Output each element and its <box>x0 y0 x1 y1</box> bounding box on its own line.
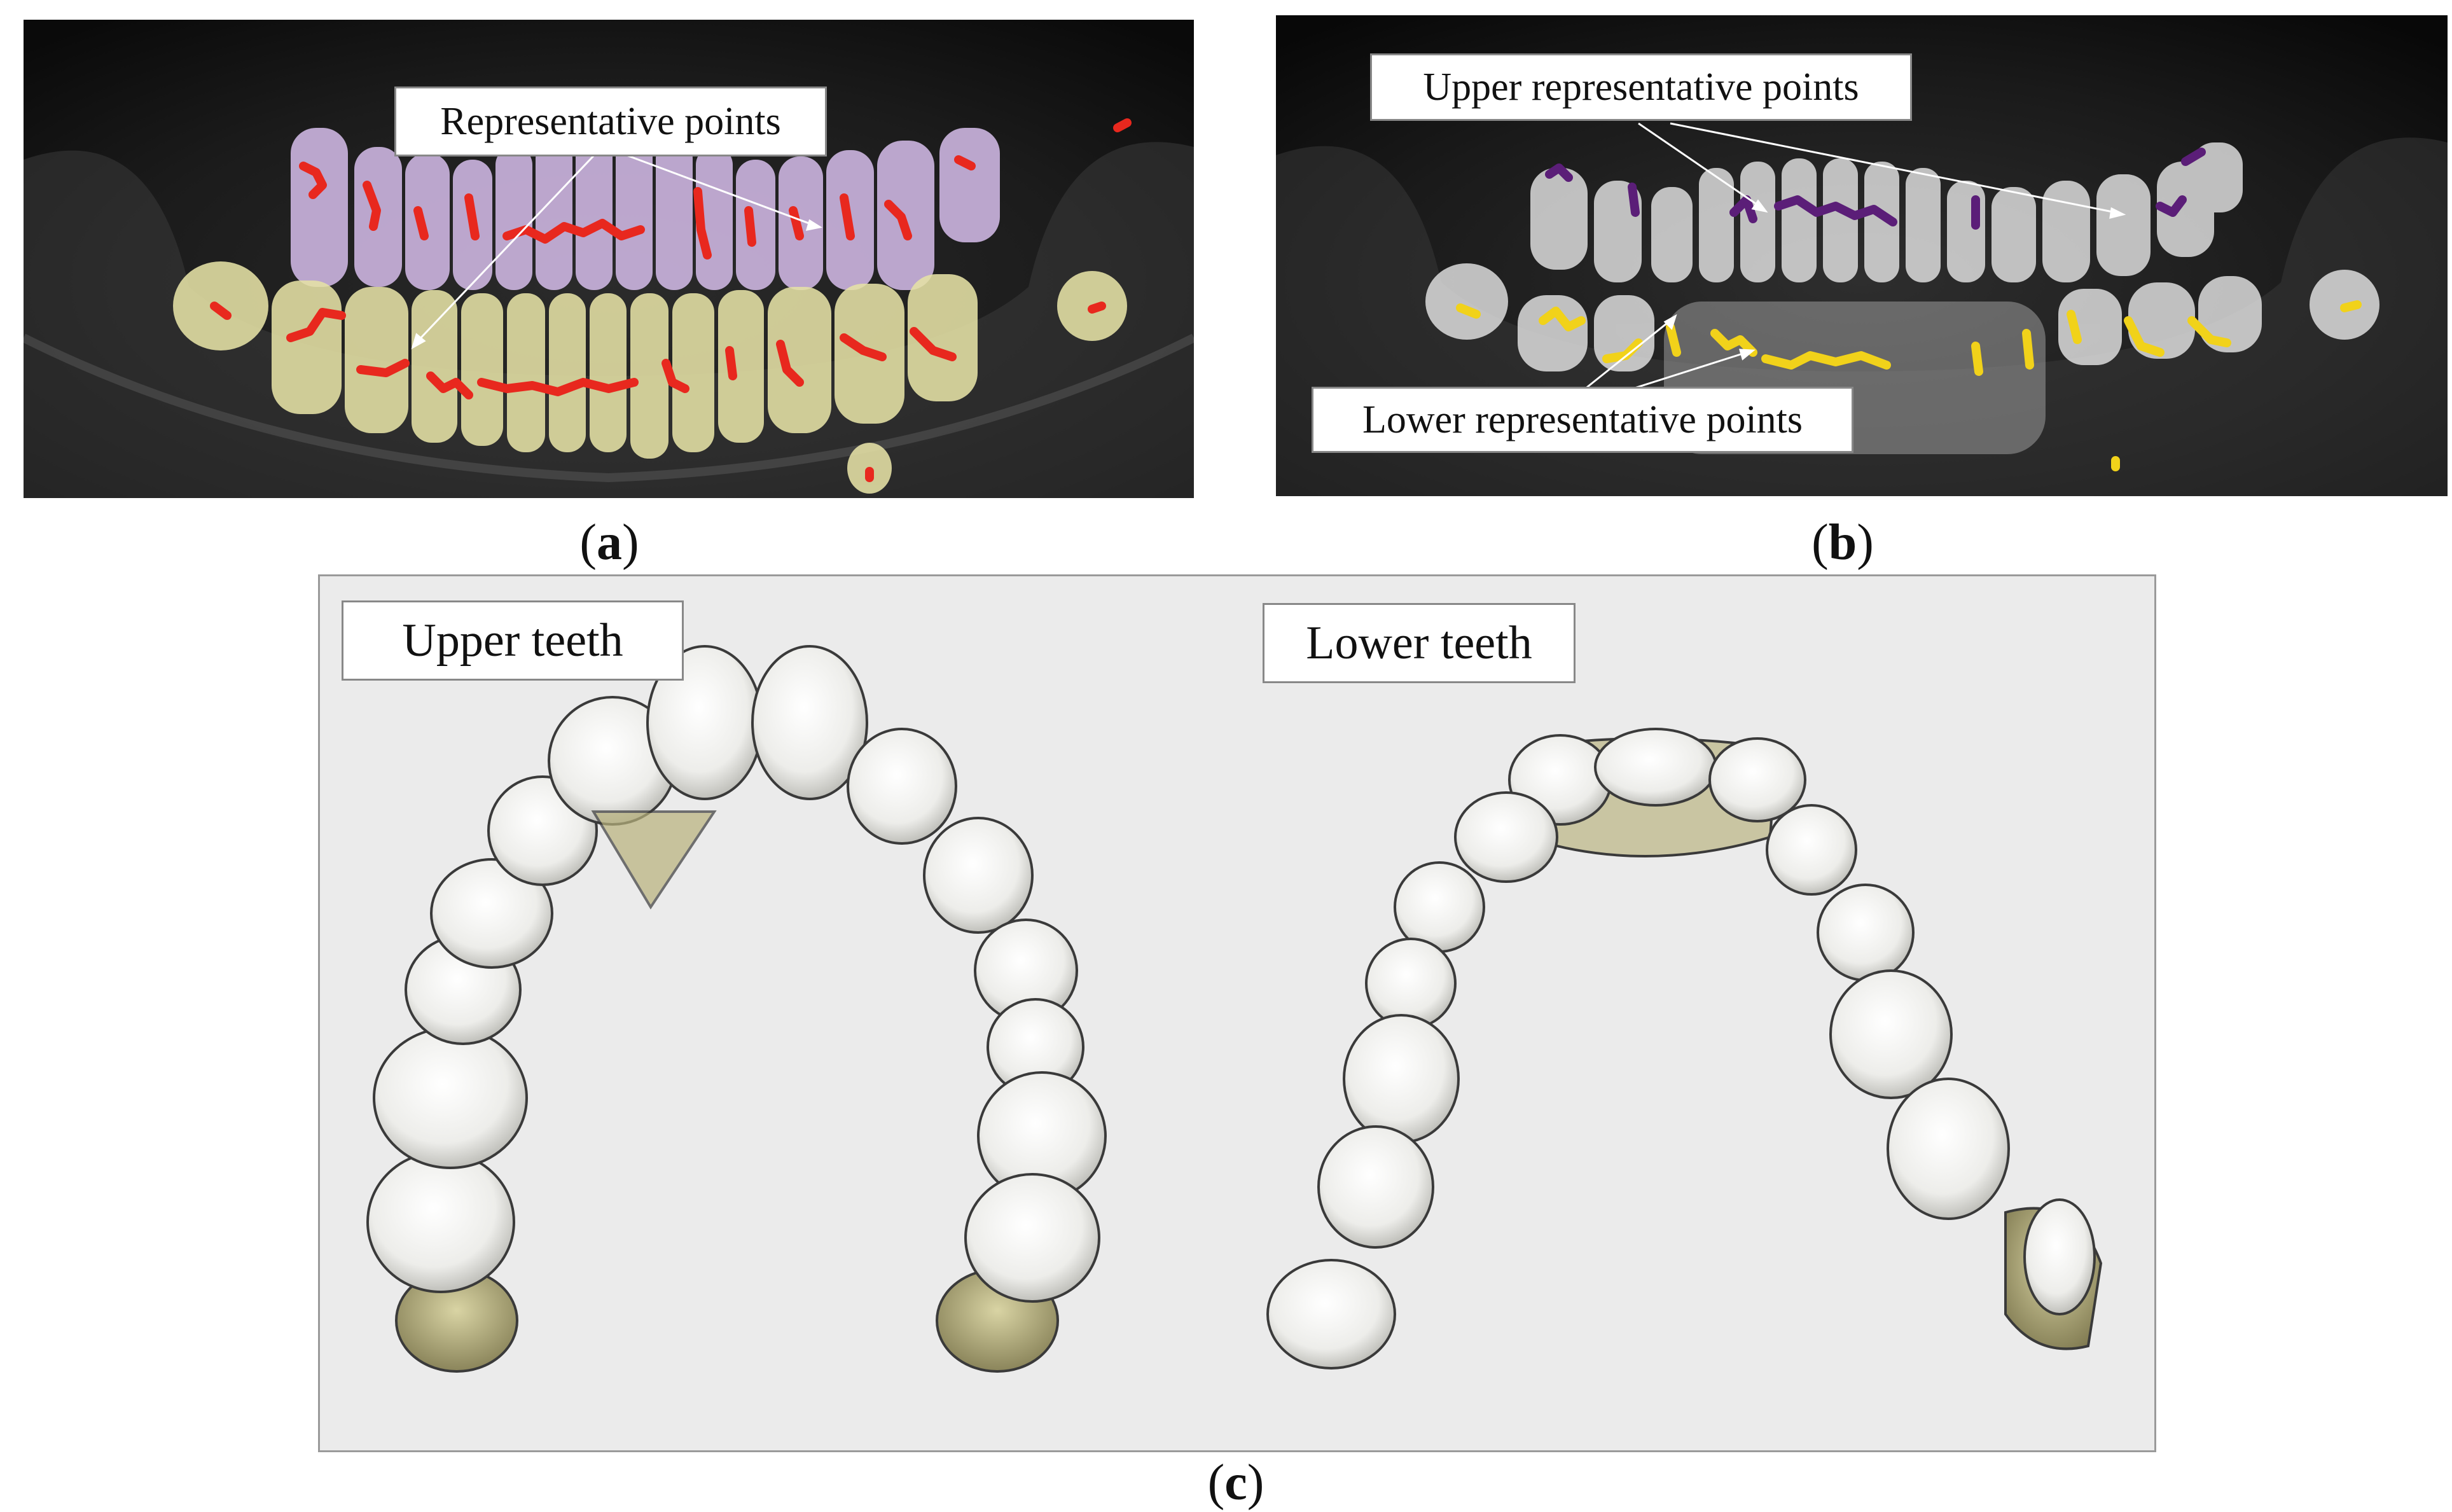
callout-lower-representative-points: Lower representative points <box>1312 387 1853 453</box>
panel-c-3d-models: Upper teeth Lower teeth <box>318 574 2156 1452</box>
callout-representative-points: Representative points <box>394 87 827 156</box>
lower-arch <box>1266 728 2103 1370</box>
title-upper-teeth: Upper teeth <box>342 600 684 681</box>
upper-arch <box>366 645 1107 1373</box>
callout-upper-representative-points: Upper representative points <box>1370 53 1912 121</box>
caption-c: (c) <box>1207 1455 1264 1511</box>
title-lower-teeth: Lower teeth <box>1263 603 1576 683</box>
caption-b: (b) <box>1811 515 1874 571</box>
dental-arch-models <box>366 645 2103 1373</box>
caption-a: (a) <box>579 515 639 571</box>
